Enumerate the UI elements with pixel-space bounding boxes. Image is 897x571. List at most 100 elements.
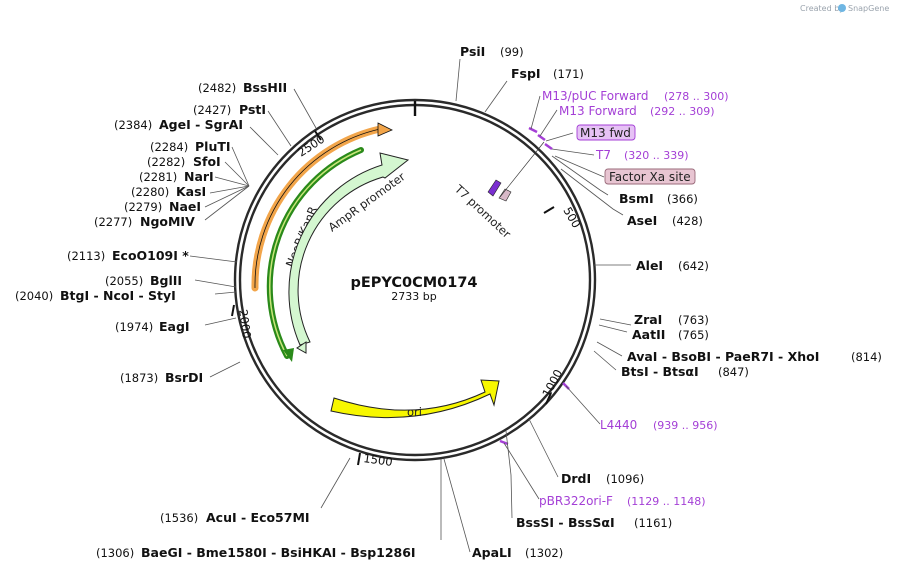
enzyme-name-bsssi-group: BssSI - BssSαI — [516, 515, 615, 530]
enzyme-name-aatii: AatII — [632, 327, 665, 342]
enzyme-label-psii: PsiI (99) — [460, 44, 524, 59]
credit-prefix: Created by — [800, 4, 844, 13]
enzyme-label-acui-group: (1536) AcuI - Eco57MI — [160, 510, 310, 525]
enzyme-name-psti: PstI — [239, 102, 266, 117]
enzyme-pos-agei-group: (2384) — [114, 118, 152, 132]
enzyme-name-apali: ApaLI — [472, 545, 512, 560]
enzyme-label-btsi-group: BtsI - BtsαI (847) — [621, 364, 749, 379]
primer-pos-l4440: (939 .. 956) — [653, 419, 718, 432]
enzyme-name-pluti: PluTI — [195, 139, 231, 154]
primer-name-m13-puc-forward: M13/pUC Forward — [542, 89, 649, 103]
enzyme-label-psti: (2427) PstI — [193, 102, 266, 117]
enzyme-label-xhoi-group: AvaI - BsoBI - PaeR7I - XhoI (814) — [627, 349, 882, 364]
enzyme-label-pluti: (2284) PluTI — [150, 139, 231, 154]
enzyme-label-drdi: DrdI (1096) — [561, 471, 644, 486]
enzyme-name-sfoi: SfoI — [193, 154, 221, 169]
enzyme-name-fspi: FspI — [511, 66, 541, 81]
feature-ori: ori — [330, 379, 500, 419]
enzyme-label-nari: (2281) NarI — [139, 169, 214, 184]
boxed-label-factor-xa-site: Factor Xa site — [604, 168, 696, 185]
enzyme-label-bsrdi: (1873) BsrDI — [120, 370, 203, 385]
enzyme-name-acui-group: AcuI - Eco57MI — [206, 510, 310, 525]
enzyme-label-kasi: (2280) KasI — [131, 184, 206, 199]
enzyme-pos-psti: (2427) — [193, 103, 231, 117]
primer-name-m13-forward: M13 Forward — [559, 104, 637, 118]
enzyme-pos-asei: (428) — [672, 214, 703, 228]
primer-label-m13-puc-forward: M13/pUC Forward (278 .. 300) — [542, 89, 729, 103]
enzyme-label-ecoo109i: (2113) EcoO109I * — [67, 248, 189, 263]
enzyme-name-drdi: DrdI — [561, 471, 591, 486]
feature-label-ori: ori — [407, 405, 422, 419]
enzyme-label-baegi-group: (1306) BaeGI - Bme1580I - BsiHKAI - Bsp1… — [96, 545, 416, 560]
enzyme-name-btsi-group: BtsI - BtsαI — [621, 364, 699, 379]
enzyme-label-bsshii: (2482) BssHII — [198, 80, 287, 95]
primer-name-l4440: L4440 — [600, 418, 637, 432]
enzyme-name-ecoo109i: EcoO109I * — [112, 248, 189, 263]
enzyme-label-sfoi: (2282) SfoI — [147, 154, 221, 169]
enzyme-pos-bsshii: (2482) — [198, 81, 236, 95]
enzyme-pos-sfoi: (2282) — [147, 155, 185, 169]
enzyme-name-naei: NaeI — [169, 199, 201, 214]
feature-t7-promoter: T7 promoter — [451, 141, 545, 241]
feature-ampr: AmpR promoter — [288, 152, 410, 354]
enzyme-pos-kasi: (2280) — [131, 185, 169, 199]
leader-lines — [189, 58, 632, 553]
enzyme-label-asei: AseI (428) — [627, 213, 703, 228]
enzyme-name-kasi: KasI — [176, 184, 206, 199]
tick-label-1500: 1500 — [363, 451, 394, 469]
enzyme-name-psii: PsiI — [460, 44, 485, 59]
enzyme-pos-naei: (2279) — [124, 200, 162, 214]
enzyme-pos-ecoo109i: (2113) — [67, 249, 105, 263]
enzyme-label-bsmi: BsmI (366) — [619, 191, 698, 206]
enzyme-pos-bsmi: (366) — [667, 192, 698, 206]
enzyme-label-eagi: (1974) EagI — [115, 319, 190, 334]
enzyme-pos-xhoi-group: (814) — [851, 350, 882, 364]
enzyme-pos-apali: (1302) — [525, 546, 563, 560]
enzyme-pos-zrai: (763) — [678, 313, 709, 327]
enzyme-label-aatii: AatII (765) — [632, 327, 709, 342]
boxed-label-text-factor-xa-site: Factor Xa site — [609, 170, 691, 184]
enzyme-label-bglii: (2055) BglII — [105, 273, 182, 288]
backbone-outer-strand — [233, 98, 597, 462]
snapgene-logo-icon — [838, 4, 846, 12]
enzyme-name-alei: AleI — [636, 258, 663, 273]
plasmid-name: pEPYC0CM0174 — [350, 275, 477, 291]
enzyme-pos-drdi: (1096) — [606, 472, 644, 486]
enzyme-pos-aatii: (765) — [678, 328, 709, 342]
enzyme-name-bsshii: BssHII — [243, 80, 287, 95]
enzyme-label-zrai: ZraI (763) — [634, 312, 709, 327]
enzyme-pos-fspi: (171) — [553, 67, 584, 81]
enzyme-pos-bsrdi: (1873) — [120, 371, 158, 385]
enzyme-name-zrai: ZraI — [634, 312, 662, 327]
enzyme-name-bglii: BglII — [150, 273, 182, 288]
enzyme-name-nari: NarI — [184, 169, 214, 184]
enzyme-name-agei-group: AgeI - SgrAI — [159, 117, 243, 132]
enzyme-label-bsssi-group: BssSI - BssSαI (1161) — [516, 515, 672, 530]
primer-label-pbr322ori-f: pBR322ori-F (1129 .. 1148) — [539, 494, 706, 508]
enzyme-name-bsrdi: BsrDI — [165, 370, 203, 385]
boxed-label-text-m13-fwd: M13 fwd — [580, 126, 631, 140]
enzyme-label-ngomiv: (2277) NgoMIV — [94, 214, 195, 229]
enzyme-name-ngomiv: NgoMIV — [140, 214, 195, 229]
enzyme-pos-bsssi-group: (1161) — [634, 516, 672, 530]
primer-pos-m13-puc-forward: (278 .. 300) — [664, 90, 729, 103]
enzyme-pos-baegi-group: (1306) — [96, 546, 134, 560]
enzyme-label-agei-group: (2384) AgeI - SgrAI — [114, 117, 243, 132]
enzyme-label-naei: (2279) NaeI — [124, 199, 201, 214]
primer-pos-m13-forward: (292 .. 309) — [650, 105, 715, 118]
enzyme-name-ncoi-group: BtgI - NcoI - StyI — [60, 288, 176, 303]
enzyme-pos-ncoi-group: (2040) — [15, 289, 53, 303]
enzyme-pos-pluti: (2284) — [150, 140, 188, 154]
enzyme-label-apali: ApaLI (1302) — [472, 545, 563, 560]
plasmid-size: 2733 bp — [391, 290, 436, 303]
enzyme-name-xhoi-group: AvaI - BsoBI - PaeR7I - XhoI — [627, 349, 819, 364]
enzyme-pos-psii: (99) — [500, 45, 524, 59]
enzyme-label-alei: AleI (642) — [636, 258, 709, 273]
enzyme-label-fspi: FspI (171) — [511, 66, 584, 81]
enzyme-pos-bglii: (2055) — [105, 274, 143, 288]
primer-marks — [499, 126, 570, 446]
enzyme-pos-btsi-group: (847) — [718, 365, 749, 379]
primer-name-pbr322ori-f: pBR322ori-F — [539, 494, 613, 508]
enzyme-name-eagi: EagI — [159, 319, 190, 334]
